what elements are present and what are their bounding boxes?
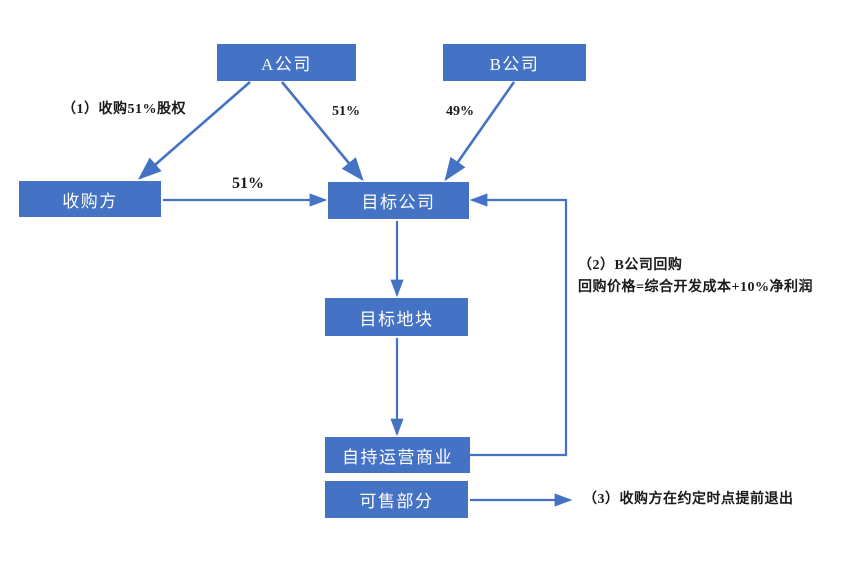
node-label: 收购方	[62, 191, 118, 211]
node-label: A公司	[261, 55, 312, 74]
node-label: 目标地块	[359, 309, 434, 329]
annotation-line: （1）收购51%股权	[62, 102, 186, 117]
node-company-b[interactable]: B公司	[443, 44, 586, 81]
node-label: 可售部分	[359, 492, 434, 511]
node-target-land[interactable]: 目标地块	[325, 298, 468, 336]
node-sellable-portion[interactable]: 可售部分	[325, 481, 468, 518]
node-company-a[interactable]: A公司	[217, 44, 356, 81]
annotation-line: 回购价格=综合开发成本+10%净利润	[578, 280, 813, 295]
annotation-line: （3）收购方在约定时点提前退出	[583, 492, 794, 507]
annotation-line: （2）B公司回购	[578, 258, 683, 273]
edge-label-51-a-to-target: 51%	[332, 104, 360, 119]
edge-label-49-b-to-target: 49%	[446, 104, 474, 119]
edge-b-to-target	[444, 81, 516, 182]
edge-selfheld-to-target	[469, 193, 568, 457]
edge-a-to-target	[280, 81, 364, 182]
node-acquirer[interactable]: 收购方	[19, 181, 161, 217]
annotation-step-1: （1）收购51%股权	[62, 99, 186, 121]
node-target-company[interactable]: 目标公司	[328, 182, 469, 219]
edge-label-51-acquirer-to-target: 51%	[232, 175, 264, 192]
node-self-held-commercial[interactable]: 自持运营商业	[325, 437, 470, 473]
node-label: 自持运营商业	[342, 447, 453, 467]
node-label: 目标公司	[361, 193, 436, 212]
edge-a-to-acquirer	[138, 81, 251, 180]
node-label: B公司	[489, 55, 540, 74]
annotation-step-3: （3）收购方在约定时点提前退出	[583, 489, 794, 511]
annotation-step-2: （2）B公司回购 回购价格=综合开发成本+10%净利润	[578, 255, 813, 299]
